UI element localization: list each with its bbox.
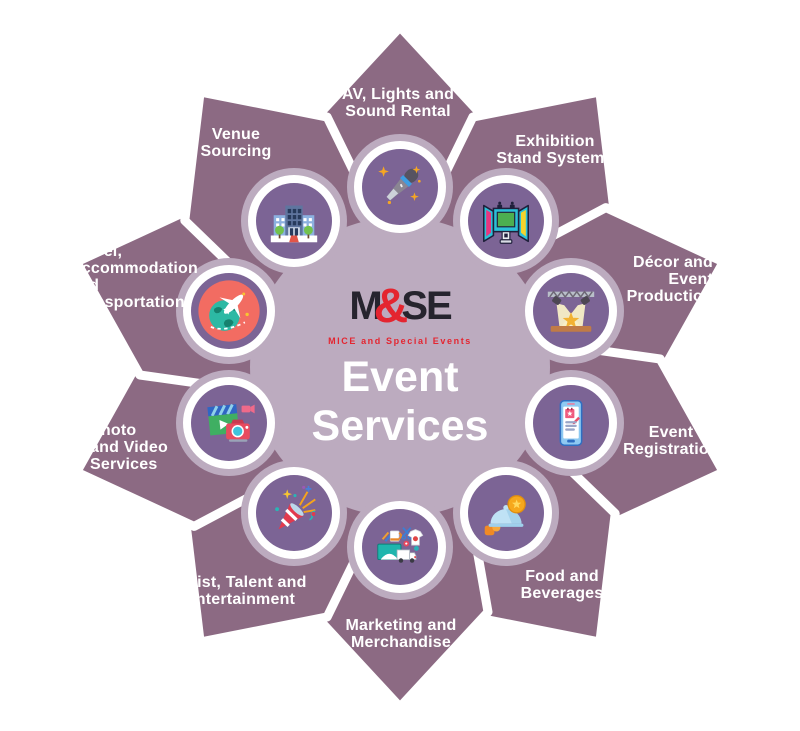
photo-video-badge bbox=[183, 377, 275, 469]
airplane-globe-icon bbox=[198, 280, 260, 342]
marketing-badge bbox=[354, 501, 446, 593]
camera-clapperboard-icon bbox=[207, 403, 255, 442]
exhibition-stand-icon bbox=[482, 201, 530, 244]
venue-badge bbox=[248, 175, 340, 267]
food-badge bbox=[460, 467, 552, 559]
decor-badge bbox=[525, 265, 617, 357]
food-cloche-icon bbox=[484, 495, 526, 536]
label-exhibition-stands: Exhibition Stand Systems bbox=[496, 133, 614, 167]
logo-ampersand: & bbox=[373, 280, 409, 333]
microphone-icon bbox=[378, 165, 421, 205]
label-event-registration: Event Registration bbox=[623, 424, 719, 458]
label-photo-video: Photo and Video Services bbox=[90, 422, 168, 473]
label-decor-production: Décor and Event Production bbox=[626, 254, 713, 305]
label-travel-transport: Travel, Accommodation and Transportation bbox=[70, 243, 198, 311]
merchandise-icon bbox=[377, 527, 424, 563]
label-venue-sourcing: Venue Sourcing bbox=[200, 126, 272, 160]
diagram-title: Event Services bbox=[311, 353, 489, 450]
registration-phone-icon bbox=[559, 399, 583, 447]
artist-badge bbox=[248, 467, 340, 559]
party-popper-icon bbox=[275, 485, 316, 530]
travel-badge bbox=[183, 265, 275, 357]
mse-logo: M&SE bbox=[250, 283, 550, 335]
label-artist-entertainment: Artist, Talent and Entertainment bbox=[173, 574, 307, 608]
logo-letters-se: SE bbox=[401, 284, 452, 328]
label-marketing-merchandise: Marketing and Merchandise bbox=[345, 617, 457, 651]
logo-letter-m: M bbox=[349, 284, 382, 328]
center-content: M&SE MICE and Special Events Event Servi… bbox=[250, 283, 550, 451]
registration-badge bbox=[525, 377, 617, 469]
logo-subtitle: MICE and Special Events bbox=[328, 336, 472, 346]
exhibition-badge bbox=[460, 175, 552, 267]
stage-spotlights-icon bbox=[547, 290, 595, 332]
buildings-icon bbox=[270, 205, 318, 243]
label-av-lights-sound: AV, Lights and Sound Rental bbox=[341, 86, 455, 120]
av-sound-badge bbox=[354, 141, 446, 233]
label-food-beverages: Food and Beverages bbox=[520, 568, 604, 602]
